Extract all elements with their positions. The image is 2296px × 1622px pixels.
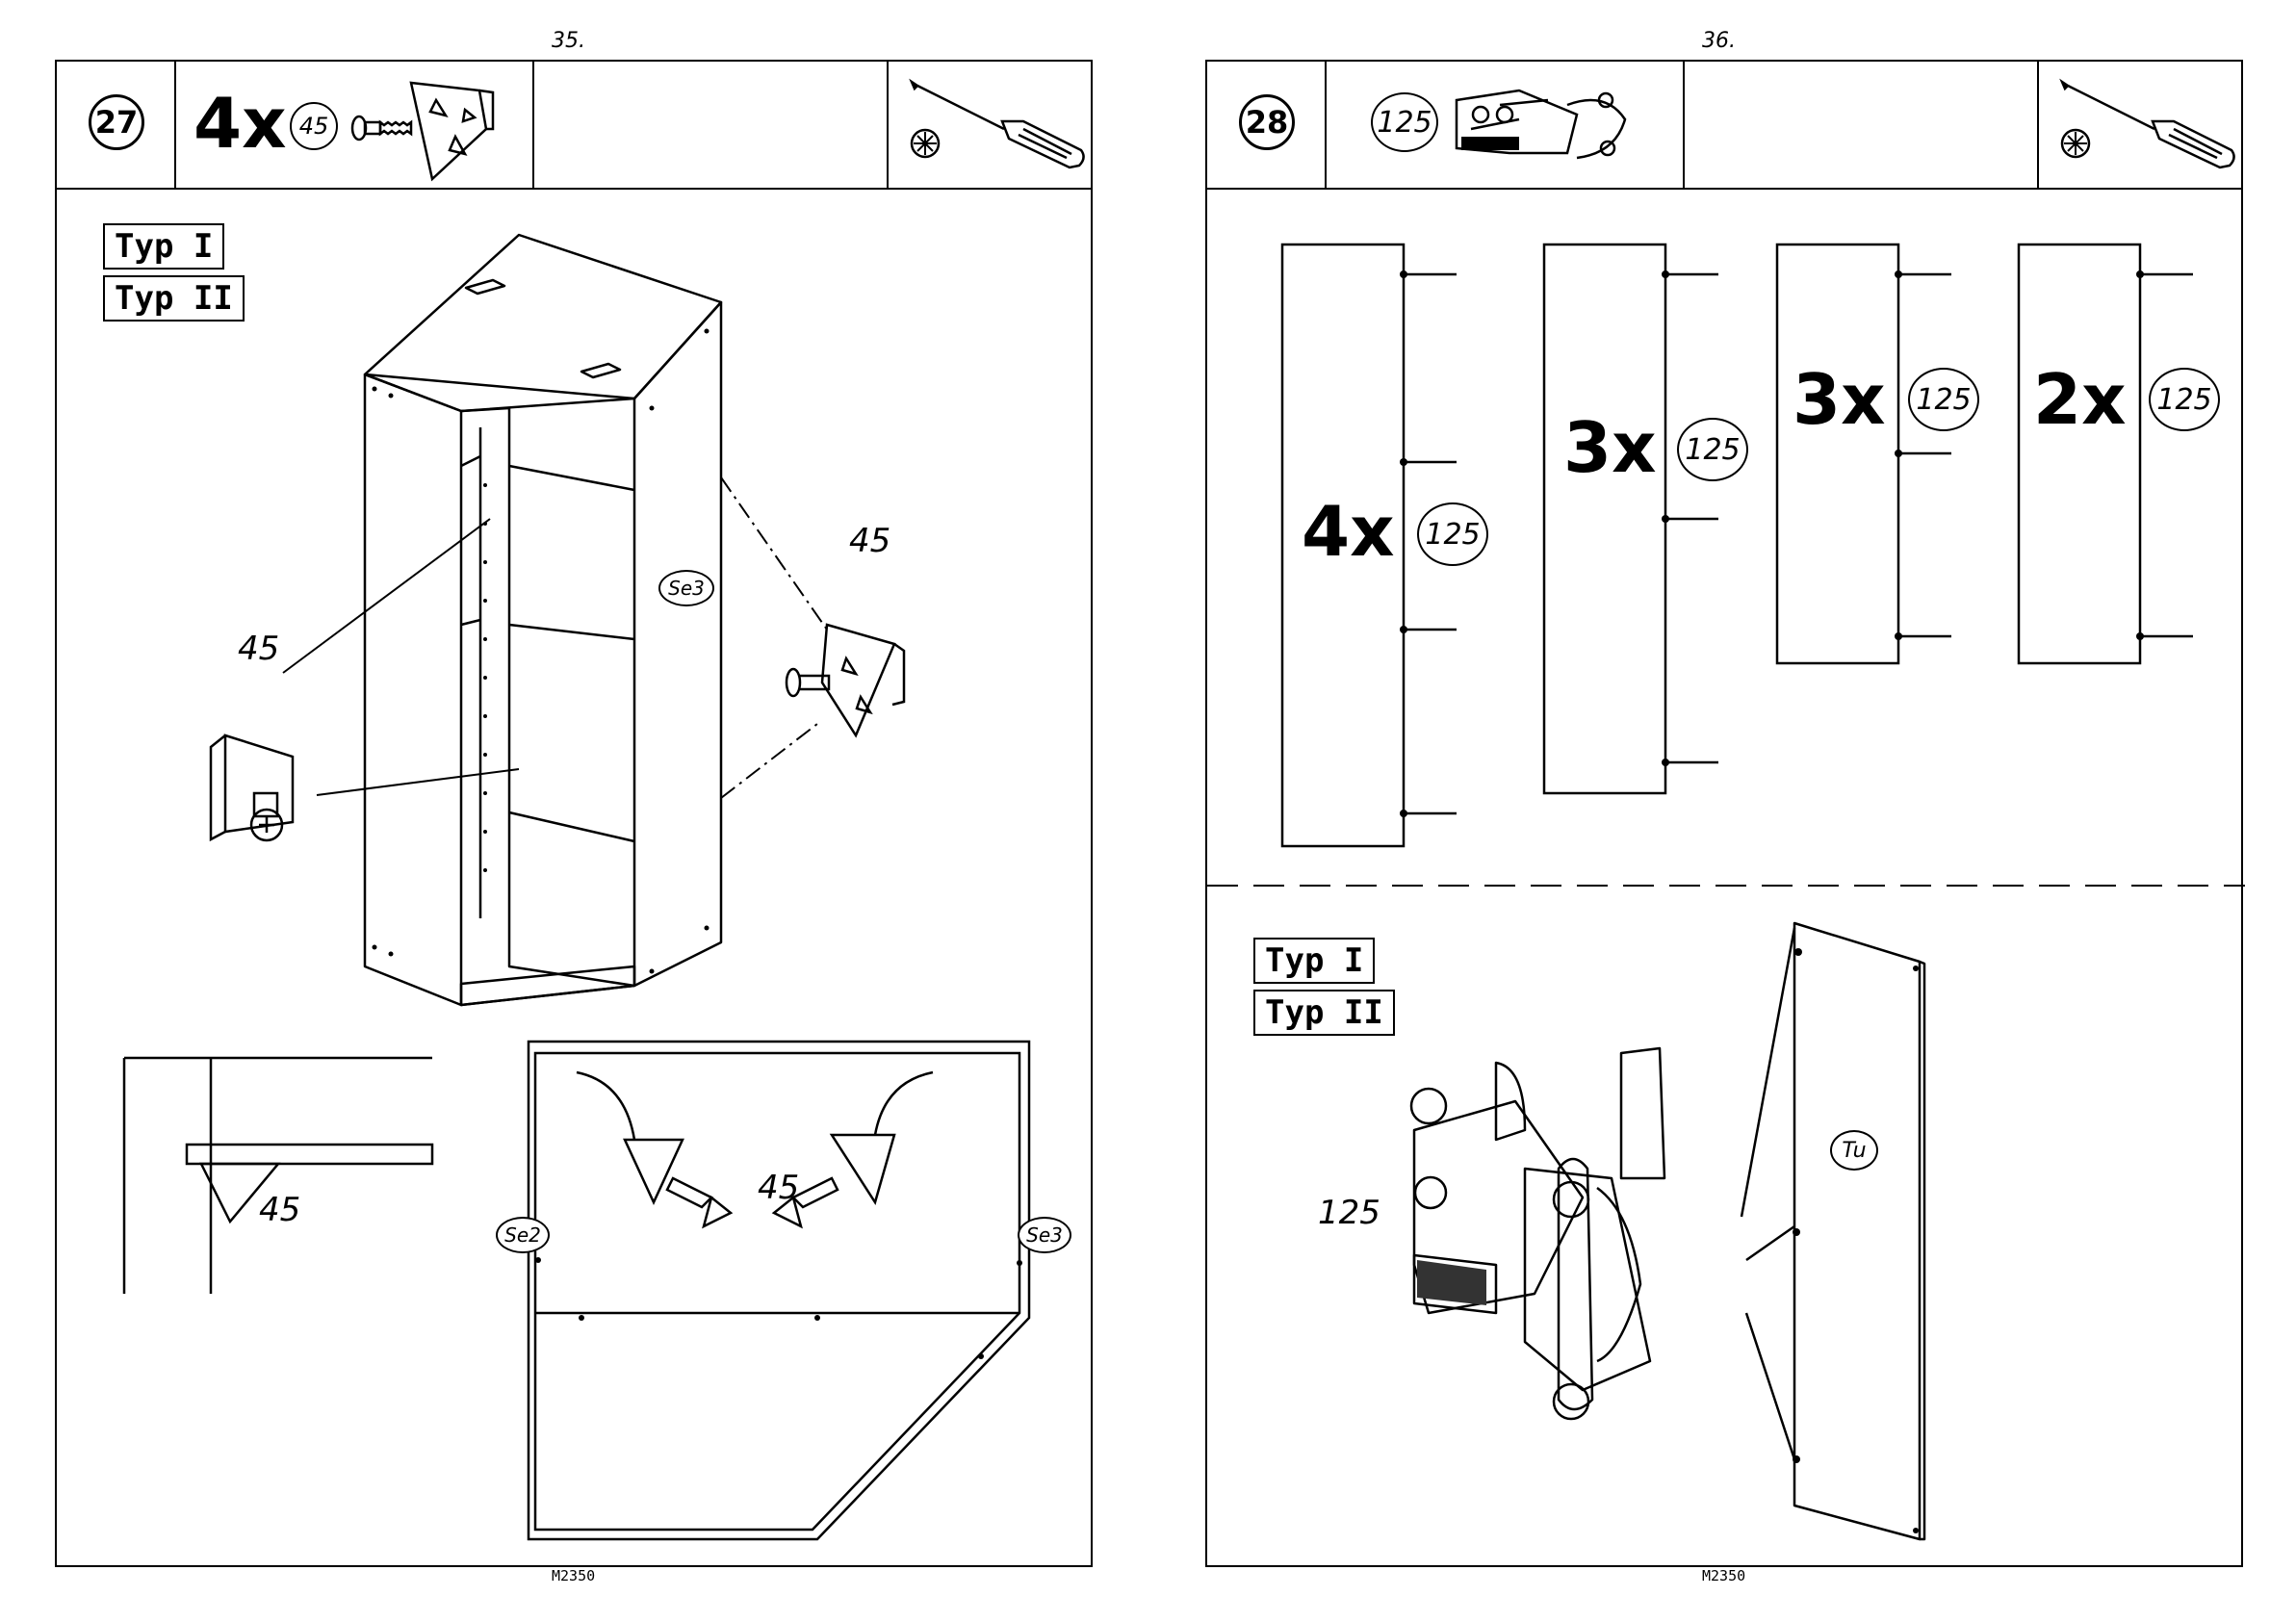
left-footer-code: M2350 xyxy=(552,1567,595,1584)
right-page-number: 36. xyxy=(1702,29,1736,53)
step-27-frame: 27 4x 45 xyxy=(55,60,1093,1567)
cabinet-top-view-detail xyxy=(57,62,1095,1569)
hinge-part-label: 125 xyxy=(1318,1194,1380,1232)
detail-side-label-right: Se3 xyxy=(1018,1217,1071,1253)
step-28-frame: 28 125 xyxy=(1205,60,2243,1567)
door-label: Tu xyxy=(1830,1130,1878,1171)
right-footer-code: M2350 xyxy=(1702,1567,1745,1584)
hinge-assembly-drawing xyxy=(1207,62,2245,1569)
top-view-part-label: 45 xyxy=(758,1169,799,1207)
detail-side-label-left: Se2 xyxy=(496,1217,550,1253)
left-page-number: 35. xyxy=(552,29,585,53)
